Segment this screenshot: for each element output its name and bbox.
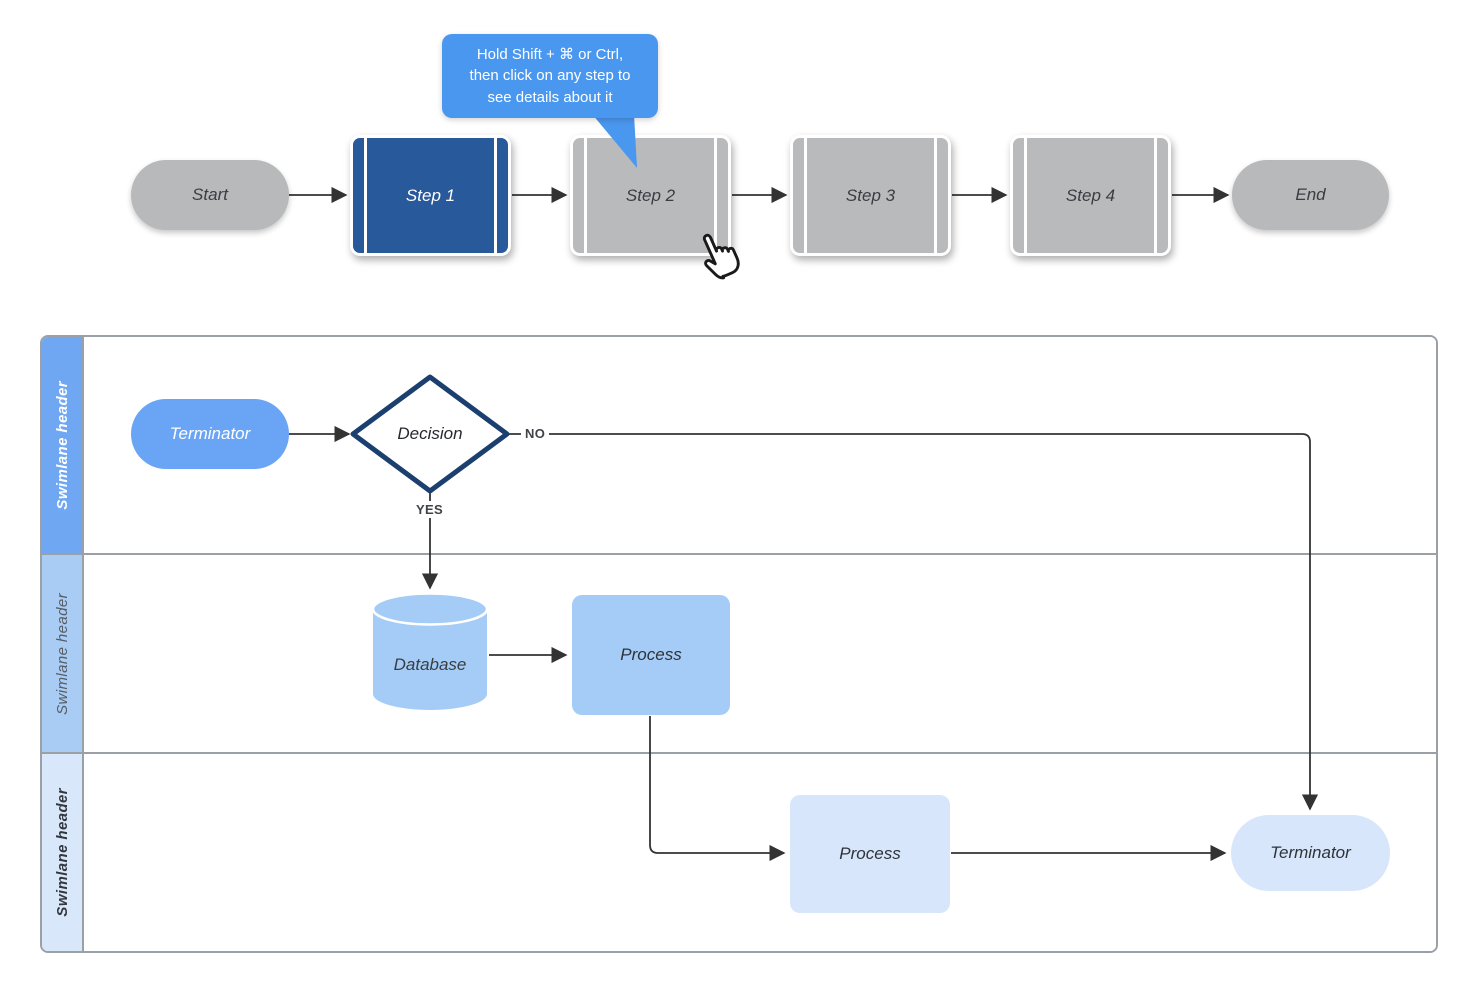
tooltip-bubble: Hold Shift + ⌘ or Ctrl, then click on an… bbox=[442, 34, 658, 118]
node-step4[interactable]: Step 4 bbox=[1010, 135, 1171, 256]
node-start[interactable]: Start bbox=[131, 160, 289, 230]
node-database[interactable]: Database bbox=[372, 593, 488, 713]
node-terminator-lane3[interactable]: Terminator bbox=[1231, 815, 1390, 891]
node-step1-label: Step 1 bbox=[405, 185, 456, 205]
node-step2[interactable]: Step 2 bbox=[570, 135, 731, 256]
node-end-label: End bbox=[1295, 185, 1326, 204]
node-process-lane3-label: Process bbox=[839, 844, 901, 863]
tooltip-text: Hold Shift + ⌘ or Ctrl, then click on an… bbox=[469, 46, 631, 106]
node-terminator-lane3-label: Terminator bbox=[1270, 843, 1351, 862]
swimlane-2-header[interactable]: Swimlane header bbox=[42, 555, 84, 752]
swimlane-2: Swimlane header bbox=[42, 555, 1436, 754]
node-step3-label: Step 3 bbox=[845, 185, 896, 205]
node-step2-label: Step 2 bbox=[625, 185, 676, 205]
node-decision-label: Decision bbox=[397, 424, 463, 443]
connector-process2-process3[interactable] bbox=[649, 716, 786, 862]
hand-cursor-icon bbox=[702, 233, 740, 280]
node-terminator-lane1-label: Terminator bbox=[169, 424, 251, 443]
swimlane-3-header[interactable]: Swimlane header bbox=[42, 754, 84, 951]
node-database-label: Database bbox=[393, 655, 467, 674]
node-end[interactable]: End bbox=[1232, 160, 1389, 230]
decision-diamond-shape[interactable] bbox=[350, 374, 510, 494]
node-process-lane2[interactable]: Process bbox=[572, 595, 730, 715]
node-step1[interactable]: Step 1 bbox=[350, 135, 511, 256]
node-terminator-lane1[interactable]: Terminator bbox=[131, 399, 289, 469]
node-start-label: Start bbox=[192, 185, 228, 204]
database-cylinder-shape bbox=[372, 593, 488, 710]
edge-label-yes: YES bbox=[412, 501, 447, 518]
swimlane-container: Swimlane header Swimlane header Swimlane… bbox=[40, 335, 1438, 953]
edge-label-no: NO bbox=[521, 425, 550, 442]
tooltip-tail bbox=[592, 114, 637, 168]
swimlane-1-body bbox=[84, 337, 1436, 553]
connector-decision-no[interactable] bbox=[509, 433, 1319, 811]
node-process-lane2-label: Process bbox=[620, 645, 682, 664]
swimlane-1: Swimlane header bbox=[42, 337, 1436, 555]
swimlane-1-header[interactable]: Swimlane header bbox=[42, 337, 84, 553]
node-process-lane3[interactable]: Process bbox=[790, 795, 950, 913]
node-step4-label: Step 4 bbox=[1065, 185, 1116, 205]
swimlane-2-body bbox=[84, 555, 1436, 752]
node-step3[interactable]: Step 3 bbox=[790, 135, 951, 256]
node-decision[interactable]: Decision bbox=[353, 377, 507, 491]
